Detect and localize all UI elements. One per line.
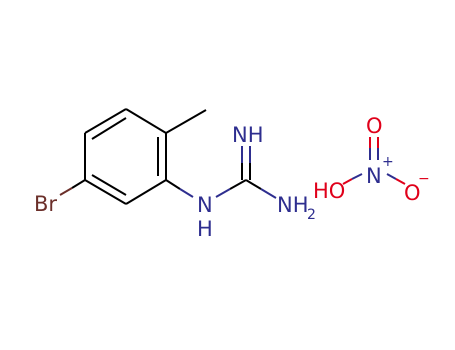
atom-nh2-subscript: 2 bbox=[307, 207, 316, 223]
atom-n-amine: N bbox=[197, 193, 213, 217]
c-to-nh2-bond-carbon bbox=[245, 179, 262, 190]
br-bond-bromine bbox=[59, 187, 73, 196]
nh-to-c-bond-carbon bbox=[229, 179, 247, 190]
atom-nh-imine: NH bbox=[232, 123, 264, 147]
atom-n-nitro: N bbox=[366, 164, 382, 188]
benzene-ring bbox=[84, 108, 167, 205]
ring-bond-5-inner bbox=[91, 174, 127, 196]
atom-ho: HO bbox=[313, 179, 345, 203]
atom-o-top: O bbox=[366, 114, 383, 138]
ring-bond-1-inner bbox=[91, 117, 127, 140]
n-o-right-bond-oxygen bbox=[395, 178, 406, 185]
charge-o-right: − bbox=[418, 171, 430, 187]
ring-bond-1 bbox=[84, 108, 127, 134]
atom-o-right: O bbox=[404, 181, 421, 205]
ring-to-nh-bond-carbon bbox=[165, 179, 181, 190]
ring-bond-5 bbox=[84, 179, 127, 205]
n-o-right-bond-nitrogen bbox=[386, 173, 397, 180]
ho-n-bond-oxygen bbox=[342, 178, 353, 185]
atom-nh2: NH bbox=[277, 193, 309, 217]
c-to-nh2-bond-nitrogen bbox=[260, 188, 277, 199]
ho-n-bond-nitrogen bbox=[351, 173, 363, 180]
ring-bond-4 bbox=[125, 179, 167, 205]
nh-to-c-bond-nitrogen bbox=[215, 188, 231, 198]
br-bond-carbon bbox=[71, 179, 86, 189]
ring-to-nh-bond-nitrogen bbox=[179, 188, 194, 198]
atom-br: Br bbox=[34, 192, 57, 216]
ring-bond-2 bbox=[125, 108, 167, 134]
methyl-bond bbox=[165, 109, 207, 134]
atom-n-amine-h: H bbox=[197, 217, 213, 241]
charge-n-nitro: + bbox=[382, 154, 394, 170]
